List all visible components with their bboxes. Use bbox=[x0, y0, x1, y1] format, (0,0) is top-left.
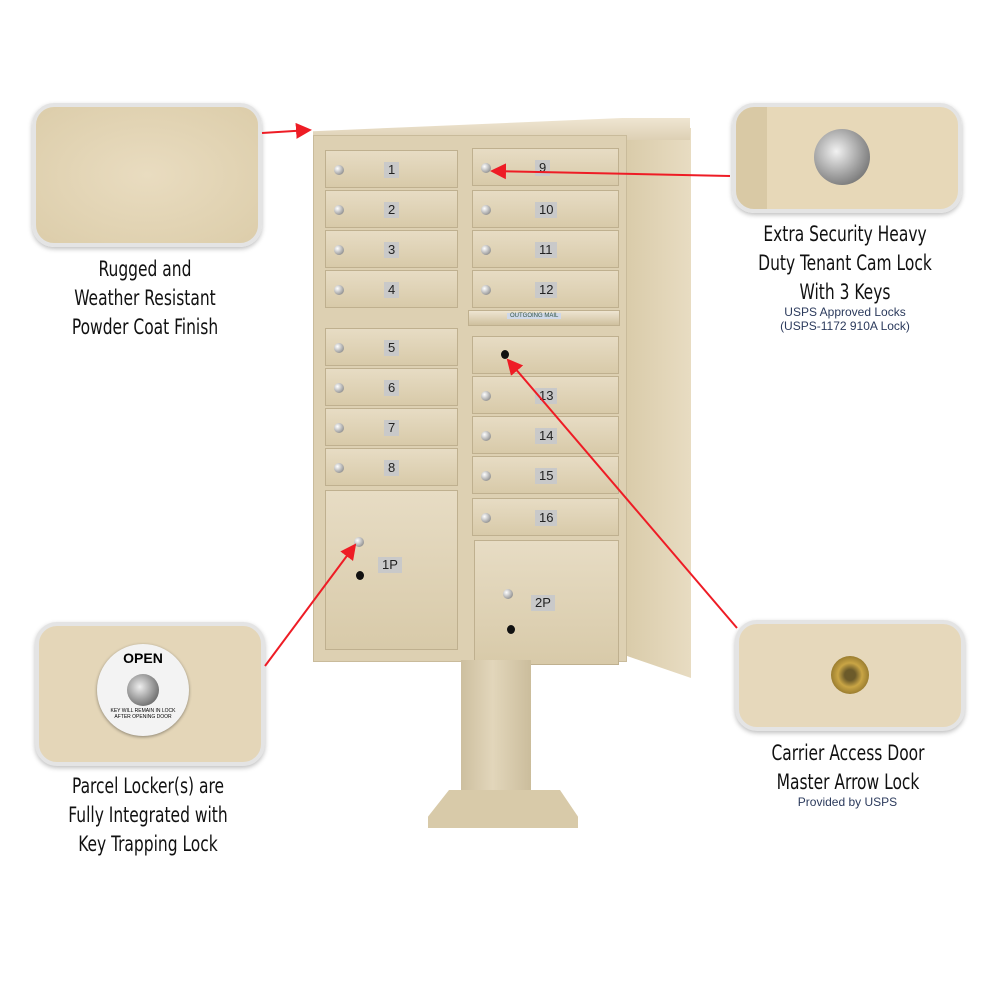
tenant-lock-icon bbox=[334, 165, 344, 175]
mailbox-door: 11 bbox=[472, 230, 619, 268]
door-number: 2P bbox=[531, 595, 555, 611]
door-number: 4 bbox=[384, 282, 400, 298]
parcel-locker-door: 1P bbox=[325, 490, 458, 650]
mailbox-door: 16 bbox=[472, 498, 619, 536]
tenant-lock-icon bbox=[481, 513, 491, 523]
parcel-locker-door: 2P bbox=[474, 540, 619, 665]
tenant-lock-icon bbox=[354, 537, 364, 547]
mailbox-door: 2 bbox=[325, 190, 458, 228]
tenant-lock-icon bbox=[481, 163, 491, 173]
parcel-lock-closeup: OPEN KEY WILL REMAIN IN LOCK AFTER OPENI… bbox=[35, 622, 265, 766]
tenant-lock-icon bbox=[334, 343, 344, 353]
cam-lock-subtitle: USPS Approved Locks(USPS-1172 910A Lock) bbox=[780, 305, 910, 333]
tenant-lock-icon bbox=[334, 383, 344, 393]
arrow-finish bbox=[261, 122, 312, 139]
mailbox-door: 15 bbox=[472, 456, 619, 494]
mailbox-door: 4 bbox=[325, 270, 458, 308]
tenant-lock-icon bbox=[334, 245, 344, 255]
carrier-access-door bbox=[472, 336, 619, 374]
door-number: 10 bbox=[535, 202, 558, 218]
tenant-lock-icon bbox=[334, 205, 344, 215]
tenant-lock-icon bbox=[481, 471, 491, 481]
mailbox-door: 5 bbox=[325, 328, 458, 366]
cabinet-side bbox=[625, 128, 691, 678]
arrow-cam-lock bbox=[490, 163, 731, 180]
tenant-lock-icon bbox=[481, 285, 491, 295]
door-number: 6 bbox=[384, 380, 400, 396]
mailbox-door: 1 bbox=[325, 150, 458, 188]
key-hole bbox=[356, 571, 364, 580]
arrow-lock-closeup bbox=[735, 620, 965, 731]
door-number: 5 bbox=[384, 340, 400, 356]
arrow-parcel bbox=[264, 543, 357, 667]
mailbox-door: 13 bbox=[472, 376, 619, 414]
lock-warning-text: KEY WILL REMAIN IN LOCK AFTER OPENING DO… bbox=[110, 708, 176, 720]
door-number: 1P bbox=[378, 557, 402, 573]
powder-coat-closeup bbox=[32, 103, 262, 247]
tenant-lock-icon bbox=[481, 431, 491, 441]
mailbox-door: 6 bbox=[325, 368, 458, 406]
key-trapping-lock-icon: OPEN KEY WILL REMAIN IN LOCK AFTER OPENI… bbox=[97, 644, 189, 736]
mailbox-door: 14 bbox=[472, 416, 619, 454]
pedestal bbox=[461, 660, 531, 798]
mailbox-door: 10 bbox=[472, 190, 619, 228]
pedestal-base bbox=[428, 790, 578, 828]
key-hole bbox=[507, 625, 515, 634]
cam-lock-closeup bbox=[732, 103, 962, 213]
arrow-lock-icon bbox=[831, 656, 869, 694]
tenant-lock-icon bbox=[481, 391, 491, 401]
outgoing-mail-label: OUTGOING MAIL bbox=[507, 313, 562, 319]
tenant-lock-icon bbox=[334, 423, 344, 433]
door-number: 1 bbox=[384, 162, 400, 178]
door-number: 12 bbox=[535, 282, 558, 298]
mailbox-door: 8 bbox=[325, 448, 458, 486]
lock-open-text: OPEN bbox=[123, 650, 163, 666]
tenant-lock-icon bbox=[334, 463, 344, 473]
mailbox-door: 7 bbox=[325, 408, 458, 446]
tenant-lock-icon bbox=[503, 589, 513, 599]
mailbox-door: 3 bbox=[325, 230, 458, 268]
door-number: 14 bbox=[535, 428, 558, 444]
door-number: 7 bbox=[384, 420, 400, 436]
outgoing-mail-slot: OUTGOING MAIL bbox=[468, 310, 620, 326]
door-number: 16 bbox=[535, 510, 558, 526]
door-number: 3 bbox=[384, 242, 400, 258]
carrier-subtitle: Provided by USPS bbox=[797, 795, 898, 809]
arrow-lock-hole bbox=[501, 350, 509, 359]
arrow-carrier bbox=[506, 358, 738, 629]
tenant-lock-icon bbox=[481, 205, 491, 215]
tenant-lock-icon bbox=[481, 245, 491, 255]
tenant-lock-icon bbox=[334, 285, 344, 295]
door-number: 8 bbox=[384, 460, 400, 476]
door-number: 15 bbox=[535, 468, 558, 484]
cam-lock-icon bbox=[814, 129, 870, 185]
door-number: 11 bbox=[535, 242, 557, 258]
door-number: 2 bbox=[384, 202, 400, 218]
mailbox-door: 12 bbox=[472, 270, 619, 308]
